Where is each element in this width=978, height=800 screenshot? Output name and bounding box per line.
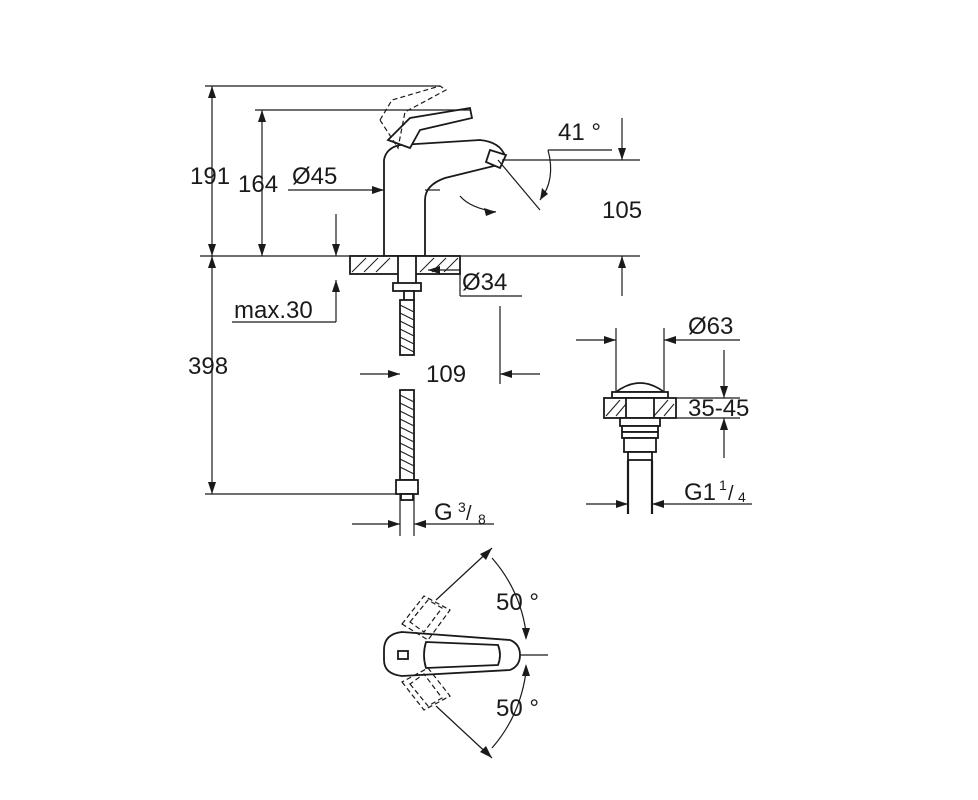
label-height-spout: 164	[238, 171, 278, 198]
waste-valve	[603, 382, 677, 514]
label-max-thickness: max.30	[234, 297, 313, 324]
basin-hatch	[605, 399, 675, 417]
lever-top-view	[383, 547, 548, 759]
label-lever-angle-top: 50 °	[496, 589, 539, 616]
label-connection: G	[434, 499, 453, 526]
label-diameter-base: Ø45	[292, 163, 337, 190]
label-hole-diameter: Ø34	[462, 269, 507, 296]
dimension-lines	[205, 85, 640, 536]
label-waste-thickness: 35-45	[688, 395, 749, 422]
label-connection-sub: 8	[478, 511, 486, 527]
label-spout-height: 105	[602, 197, 642, 224]
waste-dimensions	[576, 328, 752, 508]
label-waste-thread-sup: 1	[719, 477, 727, 493]
label-waste-diameter: Ø63	[688, 313, 733, 340]
label-lever-angle-bottom: 50 °	[496, 695, 539, 722]
label-connection-slash: /	[466, 503, 472, 525]
label-waste-thread-slash: /	[728, 483, 734, 505]
label-hose-length: 398	[188, 353, 228, 380]
label-waste-thread: G1	[684, 479, 716, 506]
label-spout-reach: 109	[426, 361, 466, 388]
label-height-total: 191	[190, 163, 230, 190]
label-angle-spout: 41 °	[558, 119, 601, 146]
tap-side-view	[200, 85, 640, 501]
labels: 191 164 Ø45 41 ° 105 Ø34 max.30 398 109 …	[188, 119, 749, 722]
tap-lever	[386, 106, 474, 150]
label-waste-thread-sub: 4	[738, 489, 746, 505]
label-connection-sup: 3	[458, 499, 466, 515]
